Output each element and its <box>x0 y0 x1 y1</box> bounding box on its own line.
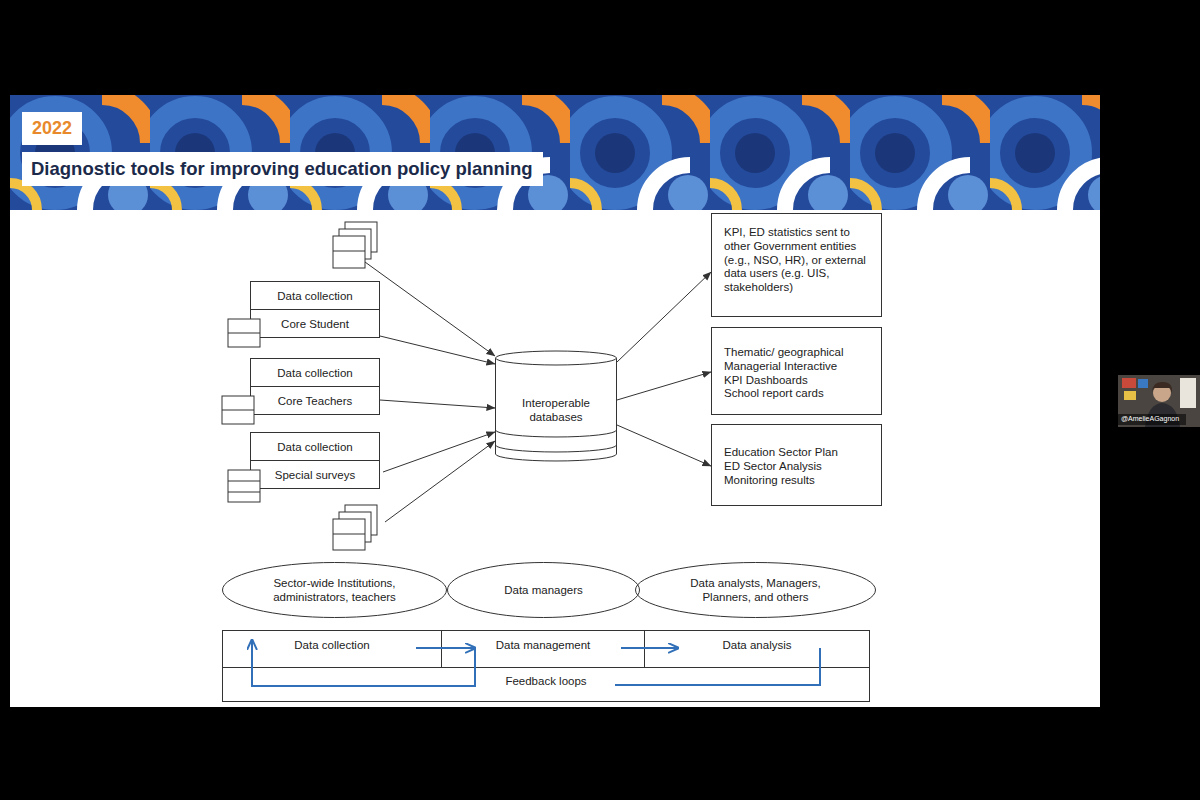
flow-arrow <box>383 432 495 472</box>
ellipse-shape <box>636 563 876 618</box>
form-icon-frame <box>228 319 260 347</box>
form-icon-frame <box>228 470 260 502</box>
pattern-tile <box>989 95 1100 210</box>
output-text: KPI, ED statistics sent to other Governm… <box>724 226 870 295</box>
output-text: Education Sector Plan <box>724 446 870 460</box>
document-sheet <box>345 505 377 535</box>
wall-poster <box>1124 391 1136 400</box>
node-label: Data analysis <box>722 639 791 651</box>
form-icon-rule <box>228 333 260 334</box>
node-label: Data managers <box>474 583 614 597</box>
node-label: Data collection <box>294 639 369 651</box>
slide <box>10 95 1100 707</box>
box-heading: Data collection <box>251 433 379 461</box>
slide-title: Diagnostic tools for improving education… <box>22 152 543 186</box>
ellipse-shape <box>223 563 447 618</box>
ellipse-outline <box>222 562 447 618</box>
pattern-tile <box>849 95 990 210</box>
cylinder-band <box>496 430 617 437</box>
wall-poster <box>1122 378 1136 388</box>
input-arrow <box>385 441 495 522</box>
cylinder-top <box>496 351 617 365</box>
participant-name: @AmelieAGagnon <box>1121 415 1179 422</box>
node-label: Interoperable databases <box>506 396 606 424</box>
cycle-arrow <box>252 640 475 686</box>
form-icon <box>228 319 260 347</box>
cycle-arrow <box>621 647 678 649</box>
actor-ellipse: Data analysts, Managers, Planners, and o… <box>635 562 876 618</box>
box-label: Core Student <box>251 310 379 337</box>
node-label: Feedback loops <box>505 675 586 687</box>
form-icon <box>228 470 260 502</box>
box-heading: Data collection <box>251 359 379 387</box>
flow-arrow <box>380 400 495 408</box>
year-badge: 2022 <box>22 112 82 145</box>
form-icon-rule <box>228 492 260 493</box>
cycle-arrow <box>615 648 820 685</box>
output-text: Monitoring results <box>724 474 870 488</box>
document-rule <box>333 534 365 535</box>
actor-ellipse: Sector-wide Institutions, administrators… <box>222 562 447 618</box>
form-icon-frame <box>222 396 254 424</box>
input-arrow <box>365 262 495 356</box>
webcam-frame <box>1118 375 1200 427</box>
document-sheet <box>333 519 365 550</box>
cylinder-body <box>496 358 617 461</box>
actor-ellipse: Data managers <box>447 562 640 618</box>
ellipse-shape <box>448 563 640 618</box>
node-label: Data management <box>496 639 591 651</box>
output-box: KPI, ED statistics sent to other Governm… <box>711 213 882 317</box>
document-sheet <box>333 236 365 268</box>
node-label: Sector-wide Institutions, administrators… <box>265 576 405 604</box>
data-collection-box: Data collectionSpecial surveys <box>250 432 380 489</box>
database-cylinder: Interoperable databases <box>495 350 617 462</box>
data-collection-box: Data collectionCore Teachers <box>250 358 380 415</box>
box-label: Core Teachers <box>251 387 379 414</box>
flow-arrow <box>617 272 711 362</box>
document-sheet <box>339 229 371 259</box>
header-pattern <box>10 95 1100 210</box>
output-text: Thematic/ geographical Managerial Intera… <box>724 346 852 387</box>
name-strip <box>1118 414 1186 425</box>
flow-arrow <box>380 336 495 364</box>
flow-arrow <box>617 425 711 466</box>
wall-poster <box>1138 379 1148 388</box>
window <box>1180 378 1196 408</box>
node-label: Data analysts, Managers, Planners, and o… <box>686 576 826 604</box>
feedback-cell: Feedback loops <box>222 667 870 702</box>
document-stack <box>333 505 377 550</box>
form-icon-rule <box>228 481 260 482</box>
document-sheet <box>339 512 371 542</box>
form-icon-rule <box>222 410 254 411</box>
flow-arrow <box>617 372 711 400</box>
output-text: School report cards <box>724 387 852 401</box>
webcam-thumbnail <box>1118 375 1200 427</box>
output-box: Education Sector PlanED Sector AnalysisM… <box>711 424 882 506</box>
pattern-tile <box>569 95 710 210</box>
data-collection-box: Data collectionCore Student <box>250 281 380 338</box>
cylinder-band <box>496 445 617 452</box>
box-heading: Data collection <box>251 282 379 310</box>
form-icon <box>222 396 254 424</box>
stage-cell: Data collection <box>222 630 442 668</box>
pattern-tile <box>709 95 850 210</box>
document-sheet <box>345 222 377 252</box>
document-stack <box>333 222 377 268</box>
person-hair <box>1152 382 1172 393</box>
output-text: ED Sector Analysis <box>724 460 870 474</box>
box-label: Special surveys <box>251 461 379 488</box>
stage-cell: Data analysis <box>644 630 870 668</box>
stage-cell: Data management <box>441 630 645 668</box>
ellipse-outline <box>635 562 876 618</box>
output-box: Thematic/ geographical Managerial Intera… <box>711 327 882 415</box>
document-rule <box>333 251 365 252</box>
cycle-arrow <box>416 647 475 649</box>
